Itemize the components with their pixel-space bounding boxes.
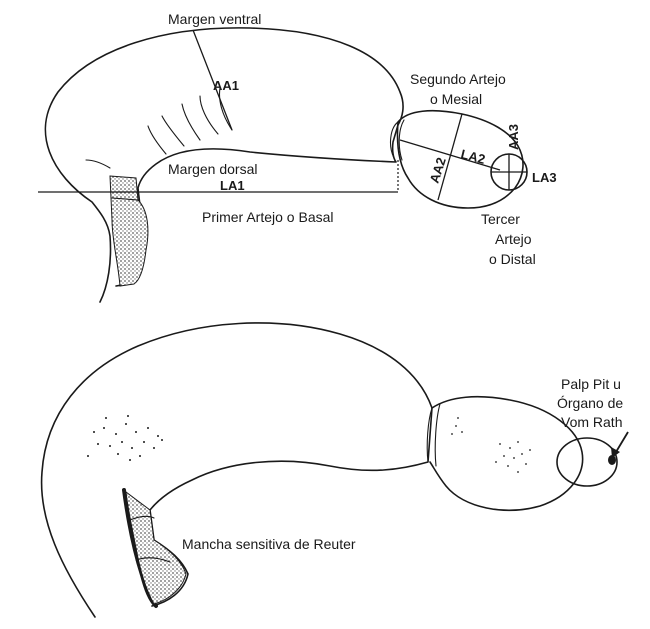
top-fold-line-2	[200, 96, 218, 134]
label-la3: LA3	[532, 170, 557, 185]
label-segundo-artejo-2: o Mesial	[430, 91, 482, 107]
label-margen-dorsal: Margen dorsal	[168, 161, 258, 177]
top-fold-line-4	[162, 116, 184, 146]
label-tercer-1: Tercer	[481, 211, 520, 227]
label-palp-pit-3: Vom Rath	[561, 414, 622, 430]
palp-pit-arrow-line	[616, 432, 628, 452]
label-mancha-sensitiva: Mancha sensitiva de Reuter	[182, 536, 356, 552]
label-palp-pit-2: Órgano de	[557, 395, 623, 411]
top-fold-line-5	[148, 126, 166, 154]
label-palp-pit-1: Palp Pit u	[561, 376, 621, 392]
bottom-palp-diagram: Palp Pit u Órgano de Vom Rath Mancha sen…	[42, 323, 628, 617]
label-la1: LA1	[220, 178, 245, 193]
label-tercer-2: Artejo	[495, 231, 532, 247]
label-aa3: AA3	[506, 124, 521, 150]
label-tercer-3: o Distal	[489, 251, 536, 267]
label-la2: LA2	[459, 146, 486, 166]
label-segundo-artejo-1: Segundo Artejo	[410, 71, 506, 87]
bottom-basal-segment-outline	[42, 323, 432, 617]
bottom-distal-segment	[557, 438, 617, 486]
top-fold-line-3	[182, 104, 200, 140]
label-primer-artejo: Primer Artejo o Basal	[202, 209, 334, 225]
bottom-joint-line-2	[435, 404, 440, 466]
bottom-mesial-stipple	[451, 417, 531, 473]
label-margen-ventral: Margen ventral	[168, 11, 261, 27]
top-palp-diagram: Margen ventral AA1 Margen dorsal LA1 Pri…	[38, 11, 557, 302]
bottom-basal-stipple	[87, 415, 163, 461]
top-fold-line-6	[86, 160, 110, 168]
label-aa1: AA1	[213, 78, 239, 93]
label-aa2: AA2	[427, 156, 449, 185]
